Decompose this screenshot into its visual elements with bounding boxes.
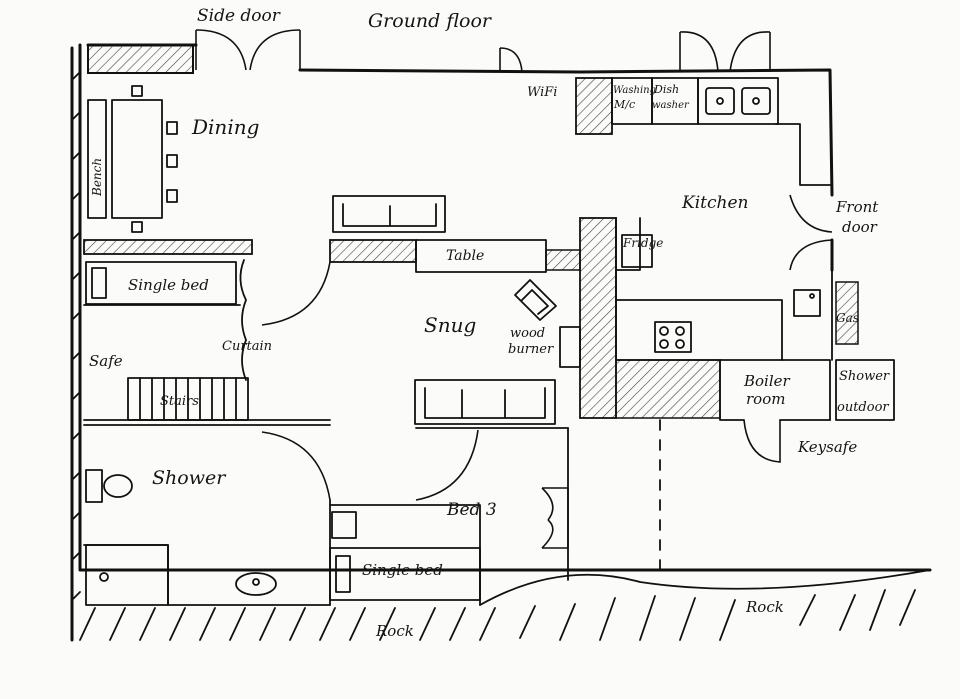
label-wood: wood <box>510 326 545 341</box>
label-single-bed-1: Single bed <box>128 276 209 294</box>
kitchen-units <box>575 77 831 186</box>
sofa-top-icon <box>332 195 446 233</box>
label-rock-2: Rock <box>745 598 784 616</box>
label-dish: Dish <box>653 83 679 96</box>
labels: Ground floor Side door WiFi Washing M/c … <box>89 6 890 640</box>
outer-walls <box>70 43 932 642</box>
curtain-line <box>239 259 247 381</box>
rock-ground <box>79 569 931 641</box>
boiler-door-icon <box>743 419 781 463</box>
basin-icon <box>235 572 277 596</box>
label-stairs: Stairs <box>160 394 199 409</box>
sink-left-icon <box>705 87 735 115</box>
label-fridge: Fridge <box>622 236 663 250</box>
label-boiler-2: room <box>746 390 785 408</box>
label-gas: Gas <box>836 311 859 325</box>
sink-right-icon <box>741 87 771 115</box>
toilet-icon <box>85 469 133 503</box>
side-door-icon <box>195 29 301 71</box>
label-side-door: Side door <box>197 6 281 26</box>
label-curtain: Curtain <box>222 339 272 354</box>
internal-walls <box>83 217 831 606</box>
kitchen-doors-icon <box>499 31 771 73</box>
sofa-bottom-icon <box>414 379 556 425</box>
label-boiler-1: Boiler <box>743 372 791 390</box>
armchair-icon <box>514 279 557 321</box>
snug-door-icon <box>261 261 331 326</box>
shower-door-icon <box>261 431 331 501</box>
label-table: Table <box>446 248 484 264</box>
label-front-door-2: door <box>842 218 878 236</box>
label-bed3: Bed 3 <box>446 500 497 520</box>
single-bed-left-icon <box>85 261 237 305</box>
fridge-icon <box>621 234 653 268</box>
title: Ground floor <box>368 10 493 32</box>
label-key-safe: Keysafe <box>797 438 857 456</box>
shower-tray-icon <box>85 544 169 606</box>
label-washing: Washing <box>613 85 656 96</box>
label-bench: Bench <box>90 158 104 197</box>
gas-meter-icon <box>793 289 821 317</box>
label-kitchen: Kitchen <box>681 193 748 213</box>
hob-icon <box>654 321 692 353</box>
label-burner: burner <box>508 342 554 357</box>
label-wifi: WiFi <box>527 85 557 100</box>
label-washer: washer <box>652 100 690 111</box>
label-dining: Dining <box>191 115 259 139</box>
dining-table <box>87 85 178 233</box>
label-front-door-1: Front <box>835 198 879 216</box>
label-mc: M/c <box>613 98 635 111</box>
stairs-icon <box>127 377 249 421</box>
label-safe: Safe <box>89 352 123 370</box>
wood-burner-icon <box>559 326 581 368</box>
label-shower-outdoor-2: outdoor <box>837 400 889 415</box>
single-bed-bed3-icon <box>329 547 481 601</box>
bench <box>87 99 107 219</box>
wardrobe-door-icon <box>541 487 569 549</box>
label-snug: Snug <box>424 313 476 337</box>
label-shower: Shower <box>152 467 227 489</box>
label-rock-1: Rock <box>375 622 414 640</box>
label-shower-outdoor-1: Shower <box>839 369 890 384</box>
bedside-table-icon <box>331 511 357 539</box>
outdoor-shower <box>835 359 895 421</box>
front-door-icon <box>789 194 833 271</box>
label-single-bed-2: Single bed <box>362 561 443 579</box>
bed3-door-icon <box>415 429 479 501</box>
